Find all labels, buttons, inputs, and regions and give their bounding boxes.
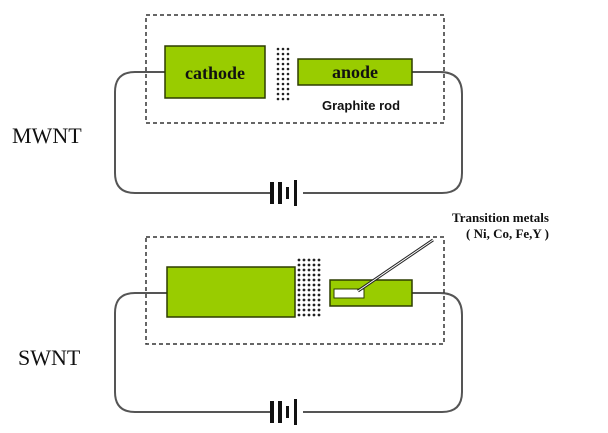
mwnt-chamber-box bbox=[145, 14, 445, 124]
callout-line2: ( Ni, Co, Fe,Y ) bbox=[466, 226, 549, 241]
swnt-cathode bbox=[166, 266, 296, 318]
swnt-circuit-wire bbox=[114, 292, 463, 413]
swnt-chamber-box bbox=[145, 236, 445, 345]
swnt-setup: Transition metals ( Ni, Co, Fe,Y ) SWNT bbox=[18, 210, 549, 425]
mwnt-rod-label: Graphite rod bbox=[322, 98, 400, 113]
mwnt-battery-icon bbox=[270, 180, 297, 206]
mwnt-circuit-wire bbox=[114, 71, 463, 194]
mwnt-anode: anode bbox=[297, 58, 413, 86]
mwnt-cathode-label: cathode bbox=[185, 63, 245, 83]
callout-arrow bbox=[357, 238, 434, 293]
swnt-battery-icon bbox=[270, 399, 297, 425]
mwnt-anode-label: anode bbox=[332, 62, 378, 82]
mwnt-plasma-dots bbox=[276, 47, 290, 101]
swnt-metal-insert bbox=[333, 288, 365, 299]
callout-line1: Transition metals bbox=[452, 210, 549, 225]
swnt-title: SWNT bbox=[18, 345, 81, 370]
mwnt-title: MWNT bbox=[12, 123, 82, 148]
swnt-plasma-dots bbox=[297, 258, 321, 317]
mwnt-cathode: cathode bbox=[164, 45, 266, 99]
mwnt-setup: cathode anode Graphite rod MWNT bbox=[12, 14, 463, 206]
